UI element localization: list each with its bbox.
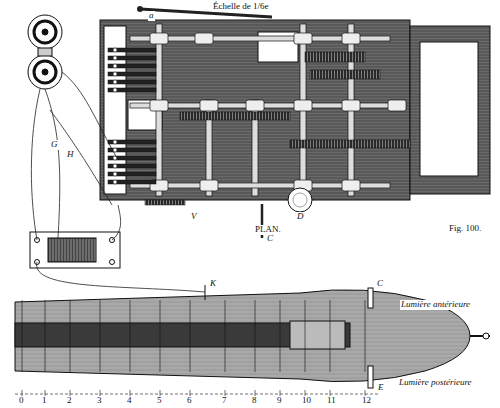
dial: [288, 188, 312, 212]
dimension-number: 9: [276, 396, 283, 406]
part-label: V: [190, 212, 198, 222]
part-label: D: [296, 212, 305, 222]
part-label: Fig. 100.: [448, 224, 482, 234]
dimension-number: 7: [221, 396, 228, 406]
part-label: Lumière postérieure: [398, 378, 473, 388]
dimension-number: 12: [361, 396, 372, 406]
part-label: C: [376, 279, 384, 289]
part-label: Échelle de 1/6e: [212, 2, 269, 12]
part-label: C: [266, 234, 274, 244]
dimension-number: 3: [96, 396, 103, 406]
machine-plan: [100, 20, 490, 205]
dimension-number: 5: [156, 396, 163, 406]
dimension-number: 2: [66, 396, 73, 406]
dimension-number: 0: [18, 396, 25, 406]
part-label: Lumière antérieure: [400, 300, 471, 310]
part-label: a: [148, 11, 155, 21]
induction-coil: [30, 232, 120, 268]
gun-barrel: [15, 285, 490, 397]
dimension-number: 11: [326, 396, 337, 406]
part-label: K: [209, 279, 217, 289]
dimension-number: 8: [251, 396, 258, 406]
dimension-number: 6: [186, 396, 193, 406]
dimension-number: 4: [126, 396, 133, 406]
dimension-number: 10: [301, 396, 312, 406]
part-label: H: [66, 150, 75, 160]
electromagnet-pair: [28, 15, 62, 89]
dimension-number: 1: [41, 396, 48, 406]
part-label: E: [377, 383, 385, 393]
wire: [31, 72, 205, 292]
part-label: G: [50, 140, 59, 150]
